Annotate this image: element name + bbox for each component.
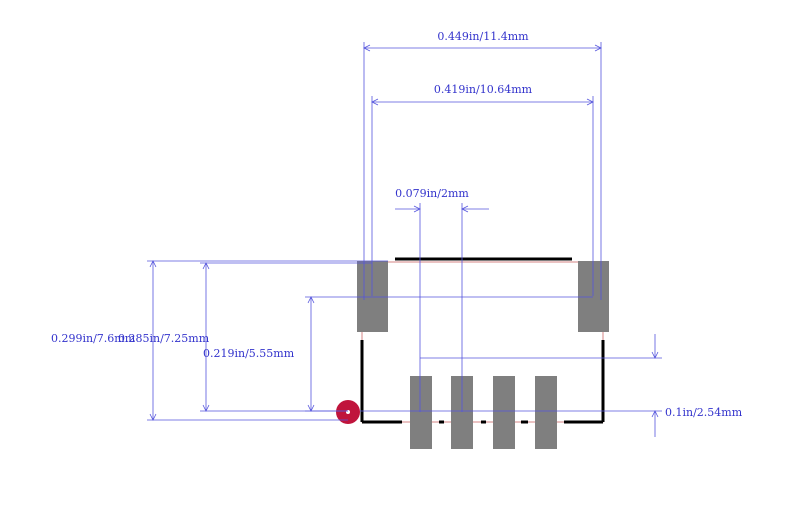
dim-pad-pitch (395, 203, 489, 412)
dim-mid-height (305, 296, 593, 412)
label-mid-height: 0.219in/5.55mm (203, 347, 295, 360)
dim-pin-offset (360, 334, 662, 437)
dim-overall-height (147, 260, 388, 421)
signal-pad-2 (451, 376, 473, 449)
signal-pad-1 (410, 376, 432, 449)
label-overall-height-a: 0.299in/7.6mm (51, 332, 136, 345)
mounting-pad-left (357, 261, 388, 332)
signal-pad-3 (493, 376, 515, 449)
label-pad-center-span: 0.419in/10.64mm (434, 83, 533, 96)
courtyard-outline (361, 261, 604, 423)
signal-pad-4 (535, 376, 557, 449)
dim-height-inner (200, 262, 372, 412)
label-pad-pitch: 0.079in/2mm (395, 187, 469, 200)
label-overall-height-b: 0.285in/7.25mm (118, 332, 210, 345)
dim-overall-width (363, 42, 602, 300)
mounting-pad-right (578, 261, 609, 332)
label-pin-offset: 0.1in/2.54mm (665, 406, 743, 419)
label-overall-width: 0.449in/11.4mm (437, 30, 529, 43)
